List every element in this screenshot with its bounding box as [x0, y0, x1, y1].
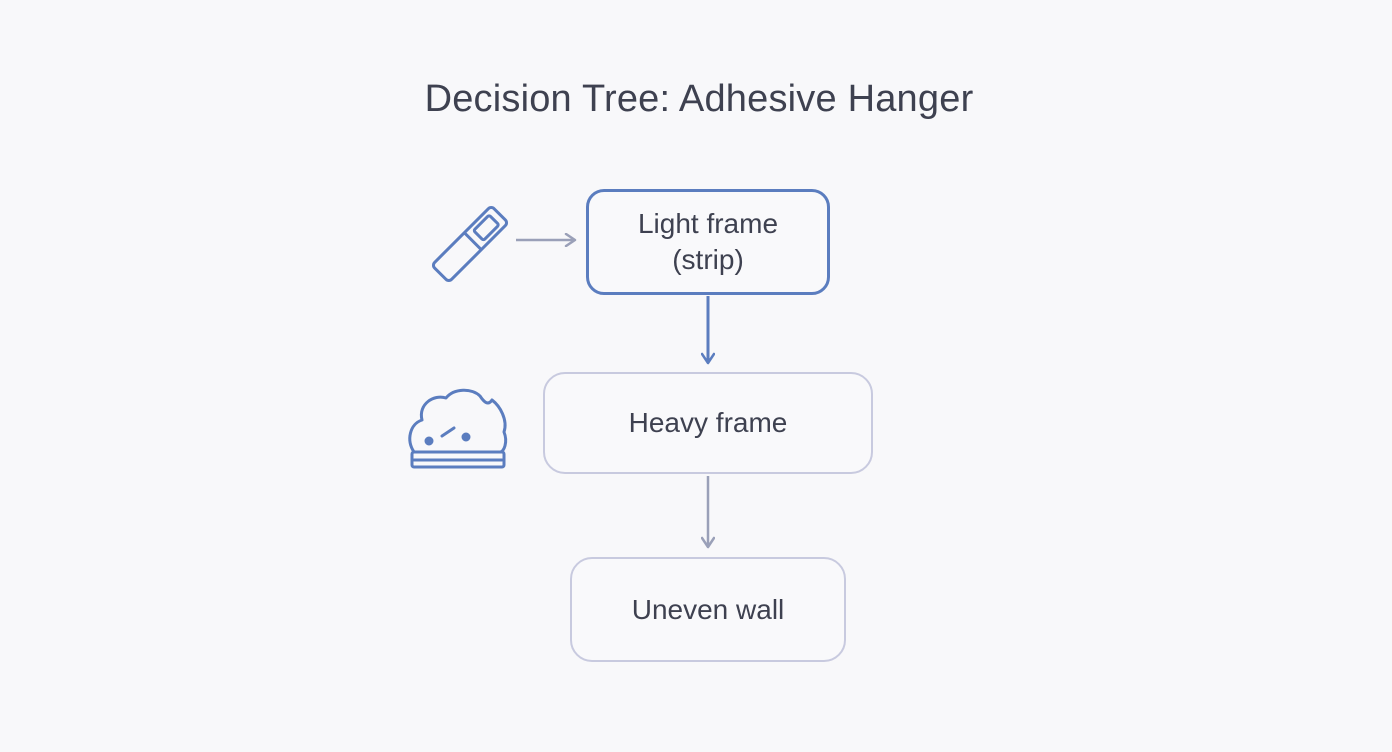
- node-light-frame-line2: (strip): [672, 244, 744, 275]
- node-light-frame: Light frame (strip): [586, 189, 830, 295]
- diagram-title: Decision Tree: Adhesive Hanger: [424, 78, 974, 120]
- node-heavy-frame: Heavy frame: [543, 372, 873, 474]
- node-uneven-wall-label: Uneven wall: [631, 593, 785, 625]
- node-heavy-frame-label: Heavy frame: [628, 407, 788, 438]
- mounting-putty-icon: [408, 388, 508, 469]
- adhesive-strip-icon: [431, 205, 509, 283]
- node-uneven-wall: Uneven wall: [570, 557, 846, 662]
- node-light-frame-line1: Light frame: [637, 208, 779, 239]
